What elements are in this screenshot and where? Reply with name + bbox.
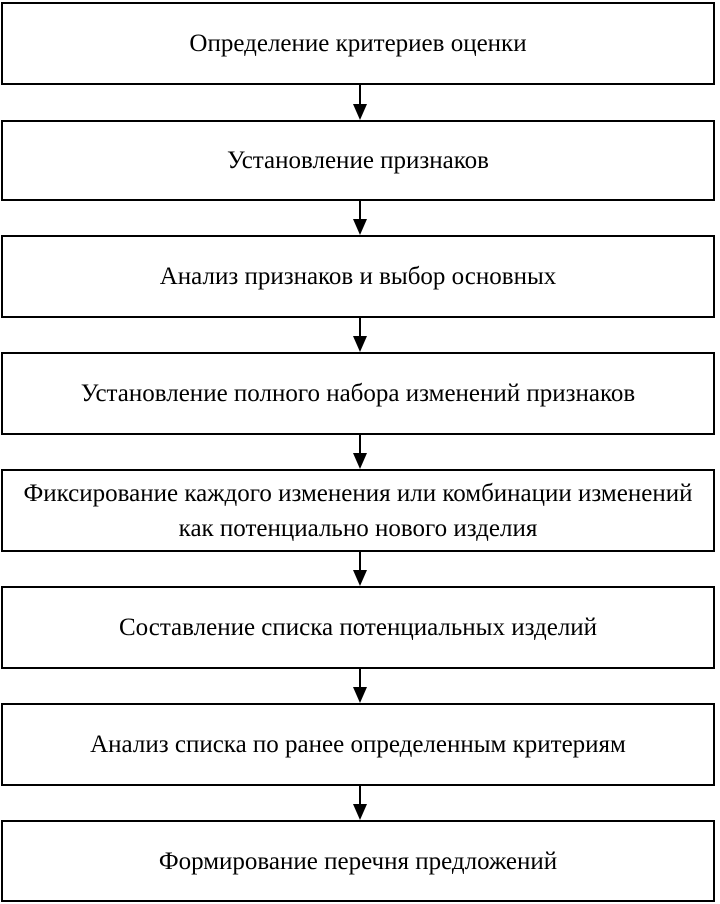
flow-arrow-2-shaft xyxy=(359,201,361,220)
flow-step-8-label: Формирование перечня предложений xyxy=(158,847,558,875)
arrow-down-icon xyxy=(353,453,367,469)
flow-arrow-4 xyxy=(352,435,368,469)
arrow-down-icon xyxy=(353,336,367,352)
flow-arrow-1 xyxy=(352,85,368,120)
flow-step-2: Установление признаков xyxy=(1,120,715,201)
flow-arrow-6 xyxy=(352,669,368,703)
arrow-down-icon xyxy=(353,104,367,120)
flow-step-2-label: Установление признаков xyxy=(227,147,489,174)
flow-arrow-6-shaft xyxy=(359,669,361,688)
flow-step-6-label: Составление списка потенциальных изделий xyxy=(118,614,598,641)
flow-arrow-5-shaft xyxy=(359,552,361,571)
flow-arrow-2 xyxy=(352,201,368,235)
flow-step-7-label: Анализ списка по ранее определенным крит… xyxy=(90,731,626,758)
flow-step-5: Фиксирование каждого изменения или комби… xyxy=(1,469,715,552)
flow-arrow-3 xyxy=(352,318,368,352)
arrow-down-icon xyxy=(353,570,367,586)
flow-step-6: Составление списка потенциальных изделий xyxy=(1,586,715,669)
flow-step-1: Определение критериев оценки xyxy=(1,2,715,85)
flow-step-1-label: Определение критериев оценки xyxy=(189,30,527,57)
flow-step-4-label: Установление полного набора изменений пр… xyxy=(80,380,636,407)
flow-arrow-1-shaft xyxy=(359,85,361,105)
flow-step-7: Анализ списка по ранее определенным крит… xyxy=(1,703,715,786)
arrow-down-icon xyxy=(353,804,367,820)
flow-step-5-label: Фиксирование каждого изменения или комби… xyxy=(23,479,693,542)
flow-arrow-7-shaft xyxy=(359,786,361,805)
flow-step-4: Установление полного набора изменений пр… xyxy=(1,352,715,435)
flow-arrow-7 xyxy=(352,786,368,820)
flow-arrow-3-shaft xyxy=(359,318,361,337)
flow-step-3: Анализ признаков и выбор основных xyxy=(1,235,715,318)
arrow-down-icon xyxy=(353,687,367,703)
arrow-down-icon xyxy=(353,219,367,235)
flow-arrow-4-shaft xyxy=(359,435,361,454)
flow-step-8: Формирование перечня предложений xyxy=(1,820,715,902)
flow-arrow-5 xyxy=(352,552,368,586)
flow-step-3-label: Анализ признаков и выбор основных xyxy=(159,263,557,290)
